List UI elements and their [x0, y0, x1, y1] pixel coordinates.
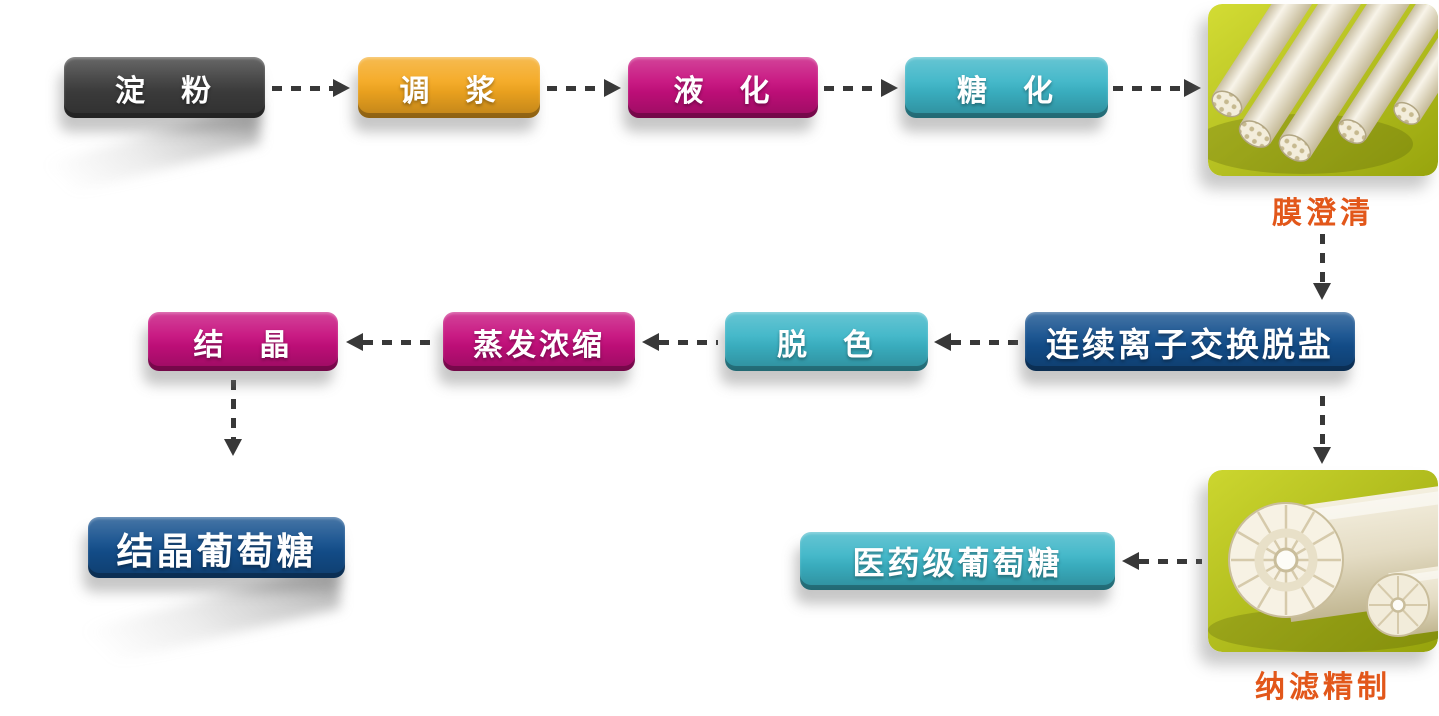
arrowhead-down-icon	[1313, 283, 1331, 300]
arrowhead-right-icon	[604, 79, 621, 97]
node-saccharification: 糖 化	[905, 57, 1108, 118]
dashed-line	[230, 380, 236, 439]
arrow-left-icon	[346, 332, 436, 352]
arrow-down-icon	[223, 380, 243, 456]
dashed-line	[1139, 558, 1202, 564]
arrowhead-left-icon	[1122, 552, 1139, 570]
shadow-shape	[40, 562, 340, 672]
arrow-right-icon	[824, 78, 898, 98]
membrane-modules-group	[1208, 484, 1438, 652]
node-pharma-glucose-label: 医药级葡萄糖	[852, 545, 1063, 581]
node-ion-exchange: 连续离子交换脱盐	[1025, 312, 1355, 371]
arrowhead-right-icon	[333, 79, 350, 97]
node-starch-label: 淀 粉	[115, 74, 214, 108]
dashed-line	[659, 339, 718, 345]
node-liquefaction: 液 化	[628, 57, 818, 118]
arrow-right-icon	[1113, 78, 1201, 98]
node-slurry: 调 浆	[358, 57, 540, 118]
node-crystalline-glucose-label: 结晶葡萄糖	[116, 530, 317, 572]
dashed-line	[547, 85, 604, 91]
arrow-right-icon	[547, 78, 621, 98]
dashed-line	[1319, 396, 1325, 447]
ceramic-membrane-tubes-photo	[1208, 4, 1438, 176]
dashed-line	[951, 339, 1018, 345]
arrow-down-icon	[1312, 396, 1332, 464]
dashed-line	[272, 85, 333, 91]
arrowhead-left-icon	[346, 333, 363, 351]
spiral-wound-membrane-modules-photo	[1208, 470, 1438, 652]
dashed-line	[1113, 85, 1184, 91]
arrowhead-right-icon	[881, 79, 898, 97]
node-saccharification-label: 糖 化	[957, 74, 1056, 108]
caption-membrane-clarification: 膜澄清	[1272, 197, 1374, 230]
caption-nanofiltration: 纳滤精制	[1255, 671, 1391, 704]
node-starch: 淀 粉	[64, 57, 265, 118]
node-pharma-glucose: 医药级葡萄糖	[800, 532, 1115, 590]
arrowhead-down-icon	[1313, 447, 1331, 464]
node-decolorization: 脱 色	[725, 312, 928, 371]
arrowhead-left-icon	[934, 333, 951, 351]
arrow-left-icon	[642, 332, 718, 352]
node-crystallization: 结 晶	[148, 312, 338, 371]
crystalline-glucose-node-shadow	[40, 562, 340, 672]
ceramic-membrane-illustration	[1208, 4, 1438, 176]
node-ion-exchange-label: 连续离子交换脱盐	[1046, 325, 1334, 363]
dashed-line	[824, 85, 881, 91]
node-crystallization-label: 结 晶	[193, 328, 293, 362]
node-liquefaction-label: 液 化	[673, 74, 773, 108]
arrowhead-down-icon	[224, 439, 242, 456]
starch-node-shadow	[10, 102, 260, 202]
dashed-line	[363, 339, 436, 345]
arrow-down-icon	[1312, 234, 1332, 300]
node-slurry-label: 调 浆	[399, 74, 499, 108]
arrow-left-icon	[1122, 551, 1202, 571]
spiral-membrane-illustration	[1208, 470, 1438, 652]
arrow-right-icon	[272, 78, 350, 98]
ceramic-tubes-group	[1208, 4, 1438, 174]
node-crystalline-glucose: 结晶葡萄糖	[88, 517, 345, 578]
arrow-left-icon	[934, 332, 1018, 352]
node-evaporation: 蒸发浓缩	[443, 312, 635, 371]
arrowhead-right-icon	[1184, 79, 1201, 97]
node-decolorization-label: 脱 色	[777, 328, 876, 362]
arrowhead-left-icon	[642, 333, 659, 351]
node-evaporation-label: 蒸发浓缩	[473, 328, 605, 362]
dashed-line	[1319, 234, 1325, 283]
